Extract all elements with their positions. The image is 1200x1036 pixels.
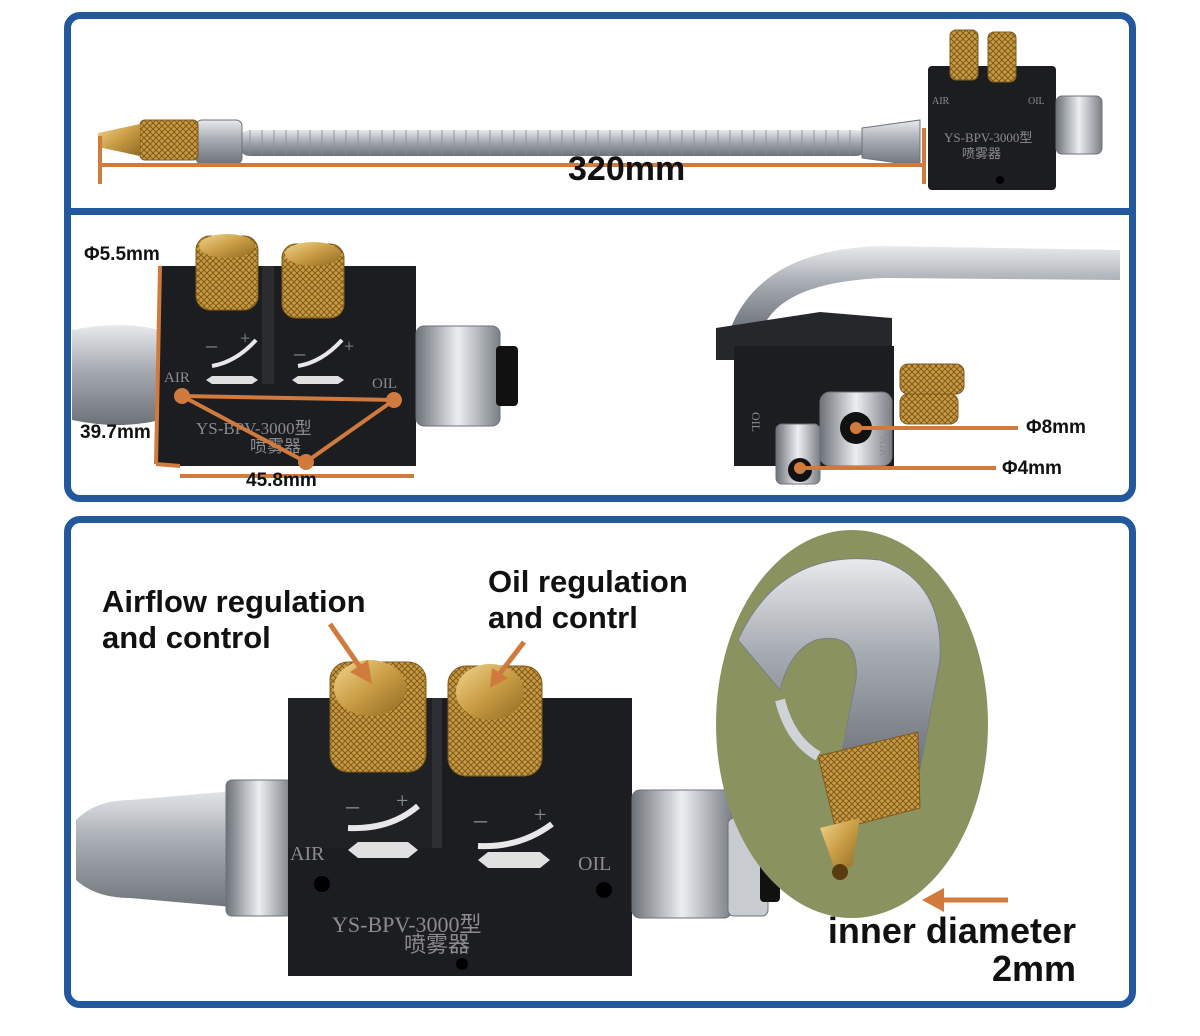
oil-label: Oil regulation and contrl	[488, 564, 688, 636]
oil-fitting-label: Φ4mm	[1002, 458, 1062, 479]
oil-knob	[987, 31, 1017, 83]
p3-mount-hole-left	[314, 876, 330, 892]
airflow-label-line2: and control	[102, 620, 271, 655]
p2-oil-plus: +	[344, 336, 354, 356]
air-fitting-label: Φ8mm	[1026, 417, 1086, 438]
hose-ferrule-right	[861, 119, 921, 167]
p3-oil-plus: +	[534, 802, 546, 827]
p3-mount-hole-right	[596, 882, 612, 898]
p3-oil-scale	[477, 821, 554, 850]
p2-air-scale	[211, 338, 258, 368]
p1-oil-port-label: OIL	[1028, 96, 1045, 107]
right-fitting	[1055, 95, 1103, 155]
spray-block	[928, 66, 1056, 190]
nozzle-label-line1: inner diameter	[827, 910, 1076, 951]
nozzle-zoom-tip	[820, 818, 860, 872]
nozzle-label-line2: 2mm	[991, 948, 1076, 989]
bottom-panel	[64, 516, 1136, 1008]
panel-divider	[64, 208, 1136, 215]
flex-hose	[238, 130, 868, 156]
width-label: 45.8mm	[246, 470, 317, 491]
label-arrows	[327, 622, 1008, 912]
p2r-air-port-label: AIR	[877, 436, 891, 457]
knob-diameter-label: Φ5.5mm	[84, 244, 160, 265]
airflow-label: Airflow regulation and control	[102, 584, 366, 656]
p1-air-port-label: AIR	[932, 96, 950, 107]
nozzle-tip	[98, 124, 140, 156]
fitting-callouts	[794, 422, 1018, 474]
p3-oil-port-label: OIL	[578, 853, 611, 875]
nozzle-zoom-nut	[817, 731, 921, 831]
p1-mount-hole	[996, 176, 1004, 184]
p3-mount-hole-bottom	[456, 958, 468, 970]
p2r-knob-1	[899, 363, 965, 395]
p2-air-port-label: AIR	[164, 370, 190, 386]
p2r-knob-2	[899, 393, 959, 425]
hose-segments	[249, 130, 851, 156]
nozzle-label: inner diameter 2mm	[804, 912, 1076, 988]
p2r-hose	[730, 246, 1120, 330]
p3-block-notch	[432, 698, 442, 848]
p3-air-scale	[347, 803, 420, 832]
p3-air-port-label: AIR	[290, 843, 325, 865]
block-front-photo: – + – + AIR OIL YS-BPV-3000型 喷雾器	[72, 234, 518, 466]
assembly-photo: AIR OIL YS-BPV-3000型 喷雾器	[98, 29, 1103, 190]
nozzle-zoom-hose	[737, 558, 941, 771]
p2-air-plus: +	[240, 328, 250, 348]
p2-oil-minus: –	[293, 340, 306, 365]
p2-fitting-collar	[496, 346, 518, 406]
length-dimension	[98, 128, 926, 184]
oil-label-line2: and contrl	[488, 600, 638, 635]
air-knob	[949, 29, 979, 81]
oil-label-line1: Oil regulation	[488, 564, 688, 599]
block-side-photo: OIL AIR	[716, 246, 1120, 485]
p2r-oil-port-label: OIL	[749, 412, 763, 432]
p2-block-notch	[262, 266, 274, 384]
p3-block-model: YS-BPV-3000型	[332, 912, 482, 937]
p3-air-plus: +	[396, 788, 408, 813]
p2-block-model: YS-BPV-3000型	[196, 419, 312, 438]
p2-air-indicator	[206, 376, 258, 384]
height-label: 39.7mm	[80, 422, 151, 443]
hose-ferrule-left	[195, 119, 243, 165]
p2-oil-scale	[297, 338, 344, 368]
airflow-label-line1: Airflow regulation	[102, 584, 366, 619]
p3-oil-minus: –	[473, 805, 488, 834]
p2-fitting-nut	[415, 325, 501, 427]
p3-air-indicator	[348, 842, 418, 858]
p2-hose	[72, 325, 160, 425]
p3-oil-indicator	[478, 852, 550, 868]
detail-block-photo: – + – + AIR OIL YS-BPV-3000型 喷雾器	[76, 660, 780, 976]
p1-block-model: YS-BPV-3000型	[944, 130, 1032, 145]
nozzle-nut	[139, 119, 199, 161]
p2-oil-indicator	[292, 376, 344, 384]
p3-block-name: 喷雾器	[404, 932, 470, 957]
p3-air-minus: –	[345, 791, 360, 820]
nozzle-zoom	[716, 530, 988, 918]
p1-block-name: 喷雾器	[962, 146, 1001, 161]
block-dimensions	[154, 265, 414, 478]
p2-oil-port-label: OIL	[372, 376, 397, 392]
length-label: 320mm	[568, 150, 686, 188]
p2-air-minus: –	[205, 332, 218, 357]
